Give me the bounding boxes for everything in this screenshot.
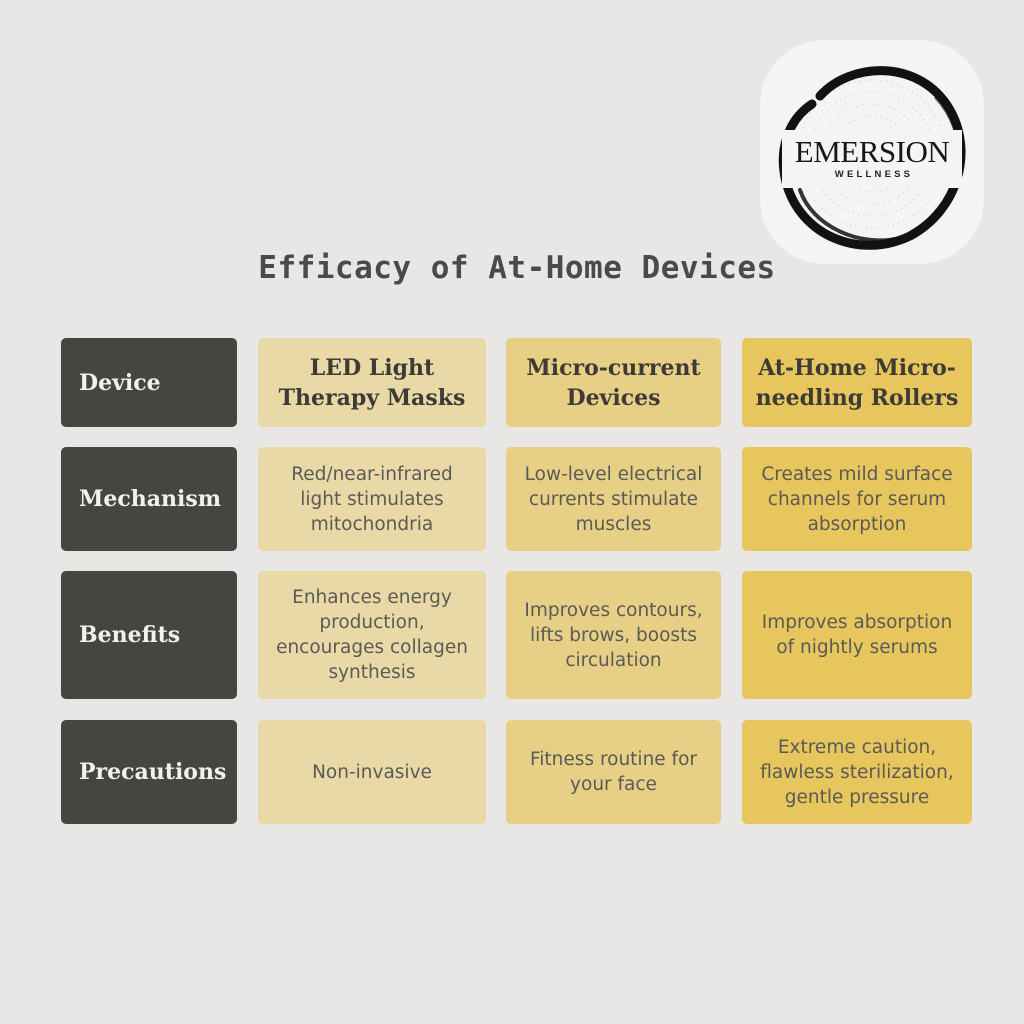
- cell-text: At-Home Micro- needling Rollers: [755, 354, 959, 411]
- logo-subtitle: WELLNESS: [834, 169, 914, 180]
- cell-text: Fitness routine for your face: [529, 749, 697, 795]
- benefits-cell-microcurrent: Improves contours, lifts brows, boosts c…: [506, 571, 721, 699]
- cell-text: Improves absorption of nightly serums: [761, 612, 953, 658]
- row-header-label: Device: [79, 369, 161, 396]
- row-header-mechanism: Mechanism: [61, 447, 237, 551]
- row-header-precautions: Precautions: [61, 720, 237, 824]
- page-title: Efficacy of At-Home Devices: [258, 250, 776, 286]
- cell-text: LED Light Therapy Masks: [278, 354, 466, 411]
- mechanism-cell-microcurrent: Low-level electrical currents stimulate …: [506, 447, 721, 551]
- cell-text: Non-invasive: [312, 761, 432, 783]
- cell-text: Improves contours, lifts brows, boosts c…: [524, 599, 703, 671]
- brush-circle-icon: [778, 66, 966, 250]
- cell-text: Extreme caution, flawless sterilization,…: [760, 736, 954, 808]
- cell-text: Creates mild surface channels for serum …: [761, 463, 953, 535]
- benefits-cell-led-masks: Enhances energy production, encourages c…: [258, 571, 486, 699]
- benefits-cell-microneedling: Improves absorption of nightly serums: [742, 571, 972, 699]
- mechanism-cell-microneedling: Creates mild surface channels for serum …: [742, 447, 972, 551]
- row-header-label: Precautions: [79, 759, 227, 785]
- logo-name: EMERSION: [794, 134, 950, 169]
- cell-text: Low-level electrical currents stimulate …: [524, 463, 703, 535]
- precautions-cell-microneedling: Extreme caution, flawless sterilization,…: [742, 720, 972, 824]
- emersion-wellness-logo: EMERSION WELLNESS: [760, 40, 984, 264]
- row-header-benefits: Benefits: [61, 571, 237, 699]
- device-cell-led-masks: LED Light Therapy Masks: [258, 338, 486, 427]
- precautions-cell-led-masks: Non-invasive: [258, 720, 486, 824]
- device-cell-microcurrent: Micro-current Devices: [506, 338, 721, 427]
- row-header-label: Mechanism: [79, 486, 222, 512]
- precautions-cell-microcurrent: Fitness routine for your face: [506, 720, 721, 824]
- device-cell-microneedling: At-Home Micro- needling Rollers: [742, 338, 972, 427]
- cell-text: Red/near-infrared light stimulates mitoc…: [291, 463, 453, 535]
- mechanism-cell-led-masks: Red/near-infrared light stimulates mitoc…: [258, 447, 486, 551]
- cell-text: Micro-current Devices: [526, 354, 701, 411]
- row-header-label: Benefits: [79, 622, 181, 648]
- row-header-device: Device: [61, 338, 237, 427]
- cell-text: Enhances energy production, encourages c…: [276, 587, 468, 683]
